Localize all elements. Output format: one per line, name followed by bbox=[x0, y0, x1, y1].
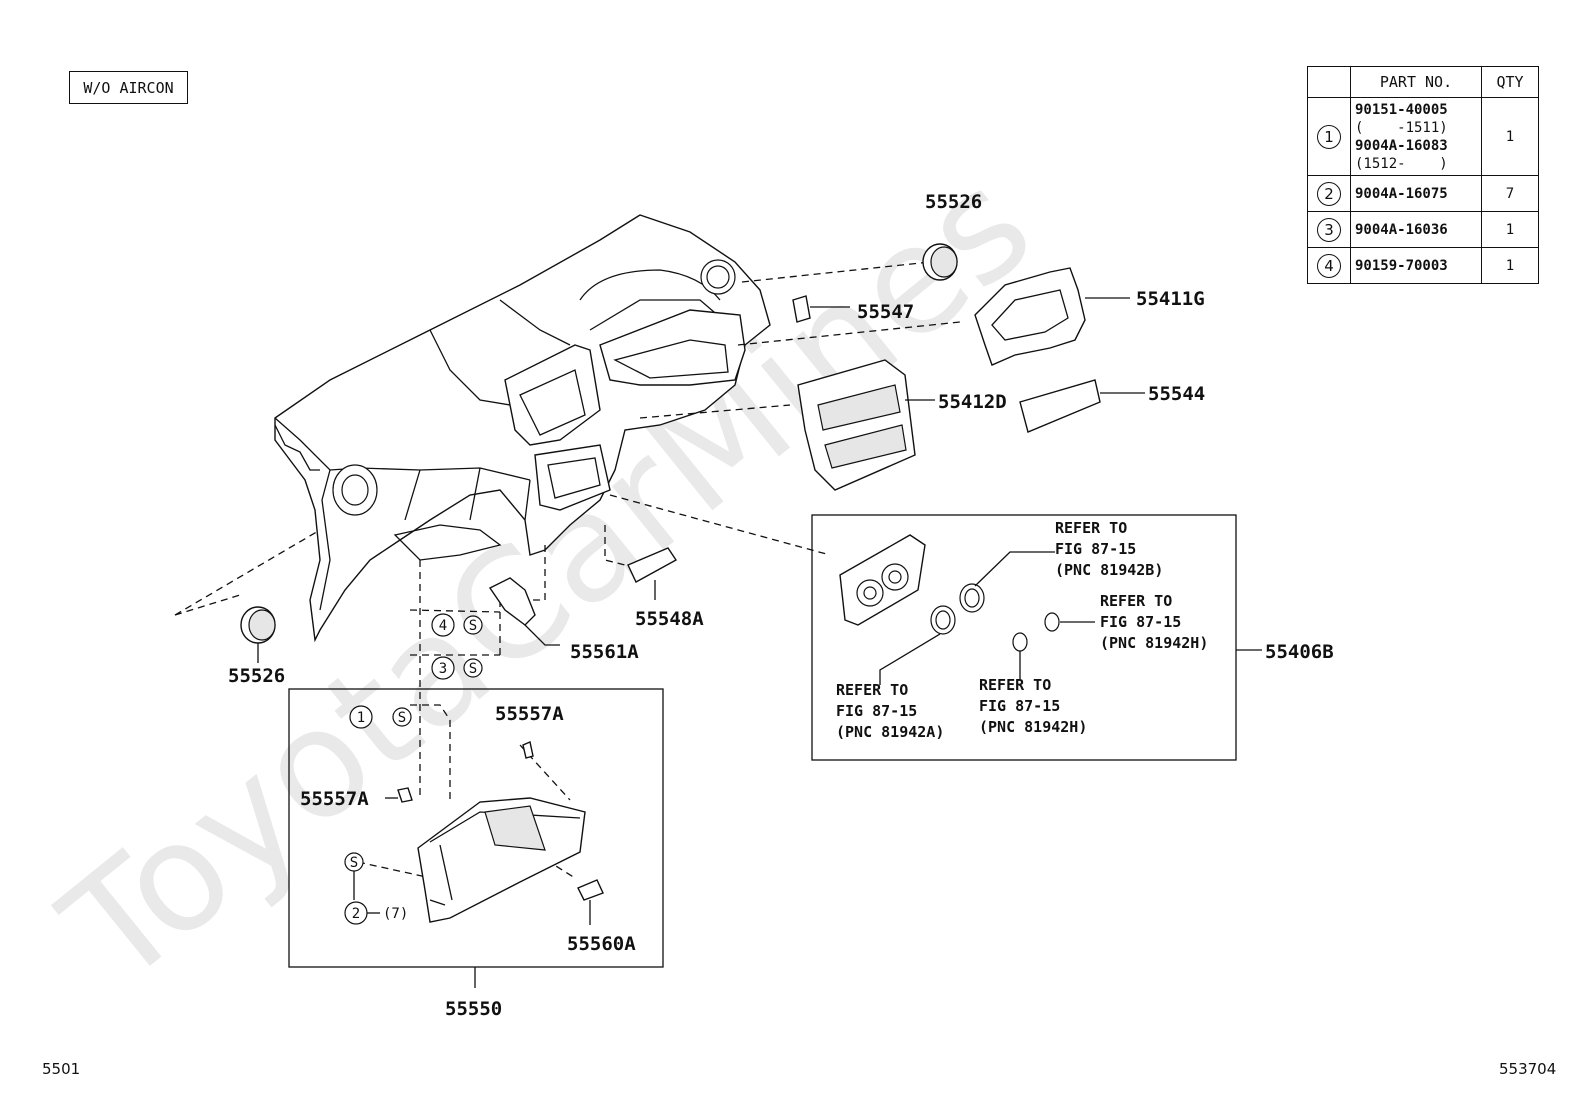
svg-text:FIG 87-15: FIG 87-15 bbox=[836, 702, 917, 720]
part-55561a-drawing bbox=[488, 577, 560, 646]
qty-cell: 1 bbox=[1481, 211, 1539, 248]
qty-cell: 1 bbox=[1481, 97, 1539, 176]
dashed-leaders bbox=[174, 261, 961, 881]
part-no-cell: 9004A-16075 bbox=[1350, 175, 1482, 212]
callout-55412d: 55412D bbox=[938, 391, 1007, 413]
callout-55560a: 55560A bbox=[567, 933, 636, 955]
part-55548a-drawing bbox=[627, 547, 678, 600]
callout-55544: 55544 bbox=[1148, 383, 1205, 405]
svg-text:REFER TO: REFER TO bbox=[836, 681, 908, 699]
instrument-panel-drawing bbox=[274, 214, 771, 643]
glove-box-small-parts bbox=[385, 741, 604, 925]
ref-circle-4: 4 bbox=[1317, 253, 1341, 278]
callout-55557a-left: 55557A bbox=[300, 788, 369, 810]
page-code-left: 5501 bbox=[42, 1060, 81, 1078]
part-55526-left-drawing bbox=[240, 606, 276, 663]
svg-text:FIG 87-15: FIG 87-15 bbox=[1055, 540, 1136, 558]
refer-note-81942h-right: REFER TO FIG 87-15 (PNC 81942H) bbox=[1100, 592, 1208, 652]
svg-text:FIG 87-15: FIG 87-15 bbox=[1100, 613, 1181, 631]
page-code-right: 553704 bbox=[1499, 1060, 1557, 1078]
svg-text:S: S bbox=[469, 661, 477, 677]
callout-55550: 55550 bbox=[445, 998, 502, 1020]
callout-55526-top: 55526 bbox=[925, 191, 982, 213]
callout-55548a: 55548A bbox=[635, 608, 704, 630]
part-no-cell: 90151-40005 ( -1511) 9004A-16083 (1512- … bbox=[1350, 97, 1482, 176]
qty-header: QTY bbox=[1481, 66, 1539, 98]
svg-text:(7): (7) bbox=[383, 906, 408, 922]
svg-text:(PNC 81942H): (PNC 81942H) bbox=[979, 718, 1087, 736]
parts-table-header: PART NO. QTY bbox=[1307, 66, 1539, 98]
svg-text:(PNC 81942H): (PNC 81942H) bbox=[1100, 634, 1208, 652]
svg-text:REFER TO: REFER TO bbox=[1055, 519, 1127, 537]
callout-55561a: 55561A bbox=[570, 641, 639, 663]
ref-marker-3: 3 S bbox=[431, 656, 483, 680]
svg-text:(PNC 81942A): (PNC 81942A) bbox=[836, 723, 944, 741]
table-row: 2 9004A-16075 7 bbox=[1307, 175, 1539, 212]
part-no-cell: 90159-70003 bbox=[1350, 247, 1482, 284]
callout-55547: 55547 bbox=[857, 301, 914, 323]
ref-circle-2: 2 bbox=[1317, 181, 1341, 206]
svg-text:4: 4 bbox=[439, 618, 447, 634]
callout-55557a-top: 55557A bbox=[495, 703, 564, 725]
qty-cell: 7 bbox=[1481, 175, 1539, 212]
part-no-cell: 9004A-16036 bbox=[1350, 211, 1482, 248]
table-row: 3 9004A-16036 1 bbox=[1307, 211, 1539, 248]
callout-55526-left: 55526 bbox=[228, 665, 285, 687]
refer-note-81942h-bottom: REFER TO FIG 87-15 (PNC 81942H) bbox=[979, 676, 1087, 736]
ref-marker-1: 1 S bbox=[349, 705, 412, 729]
svg-text:S: S bbox=[469, 618, 477, 634]
refer-note-81942a: REFER TO FIG 87-15 (PNC 81942A) bbox=[836, 681, 944, 741]
svg-text:REFER TO: REFER TO bbox=[1100, 592, 1172, 610]
svg-text:REFER TO: REFER TO bbox=[979, 676, 1051, 694]
ref-marker-4: 4 S bbox=[431, 613, 483, 637]
qty-cell: 1 bbox=[1481, 247, 1539, 284]
ref-circle-1: 1 bbox=[1317, 124, 1341, 149]
svg-text:2: 2 bbox=[352, 906, 360, 922]
part-55526-top-drawing bbox=[922, 243, 958, 281]
part-55412d-drawing bbox=[797, 359, 935, 491]
part-no-header: PART NO. bbox=[1350, 66, 1482, 98]
part-55547-drawing bbox=[792, 295, 850, 323]
ref-circle-3: 3 bbox=[1317, 217, 1341, 242]
svg-text:S: S bbox=[350, 855, 358, 871]
svg-text:(PNC 81942B): (PNC 81942B) bbox=[1055, 561, 1163, 579]
ref-header bbox=[1307, 66, 1351, 98]
svg-text:FIG 87-15: FIG 87-15 bbox=[979, 697, 1060, 715]
svg-text:1: 1 bbox=[357, 710, 365, 726]
group-box-55550 bbox=[288, 688, 664, 968]
callout-55411g: 55411G bbox=[1136, 288, 1205, 310]
svg-text:S: S bbox=[398, 710, 406, 726]
part-55406b-drawing bbox=[839, 534, 1095, 685]
part-glove-box-drawing bbox=[417, 797, 586, 923]
variant-label: W/O AIRCON bbox=[69, 71, 188, 104]
ref-marker-2: S 2 (7) bbox=[344, 852, 408, 925]
parts-table: PART NO. QTY 1 90151-40005 ( -1511) 9004… bbox=[1307, 66, 1539, 284]
part-55411g-drawing bbox=[974, 267, 1130, 366]
table-row: 1 90151-40005 ( -1511) 9004A-16083 (1512… bbox=[1307, 97, 1539, 176]
part-55544-drawing bbox=[1019, 379, 1145, 433]
refer-note-81942b: REFER TO FIG 87-15 (PNC 81942B) bbox=[1055, 519, 1163, 579]
callout-55406b: 55406B bbox=[1265, 641, 1334, 663]
table-row: 4 90159-70003 1 bbox=[1307, 247, 1539, 284]
group-box-55406b bbox=[811, 514, 1237, 761]
svg-text:3: 3 bbox=[439, 661, 447, 677]
